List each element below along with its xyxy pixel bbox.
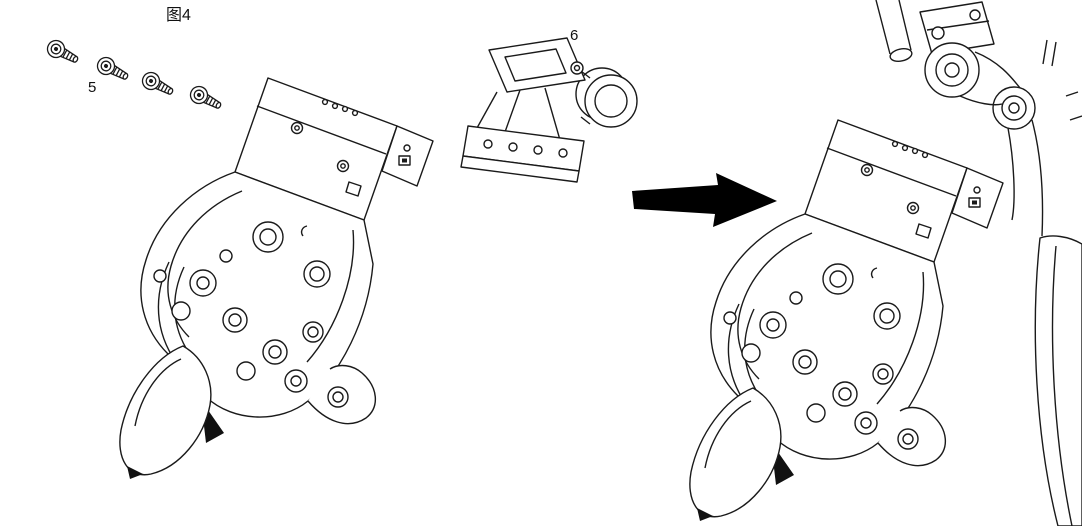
screws-part-illustration — [43, 36, 225, 115]
part-label-6: 6 — [570, 27, 579, 44]
figure-label: 图4 — [166, 7, 191, 24]
part-label-5: 5 — [88, 79, 97, 96]
gripper-right-illustration — [689, 119, 1004, 522]
bracket-part-illustration — [460, 37, 638, 183]
robot-arm-illustration — [875, 0, 1082, 526]
assembly-arrow-icon — [632, 173, 777, 227]
gripper-left-illustration — [119, 77, 434, 480]
